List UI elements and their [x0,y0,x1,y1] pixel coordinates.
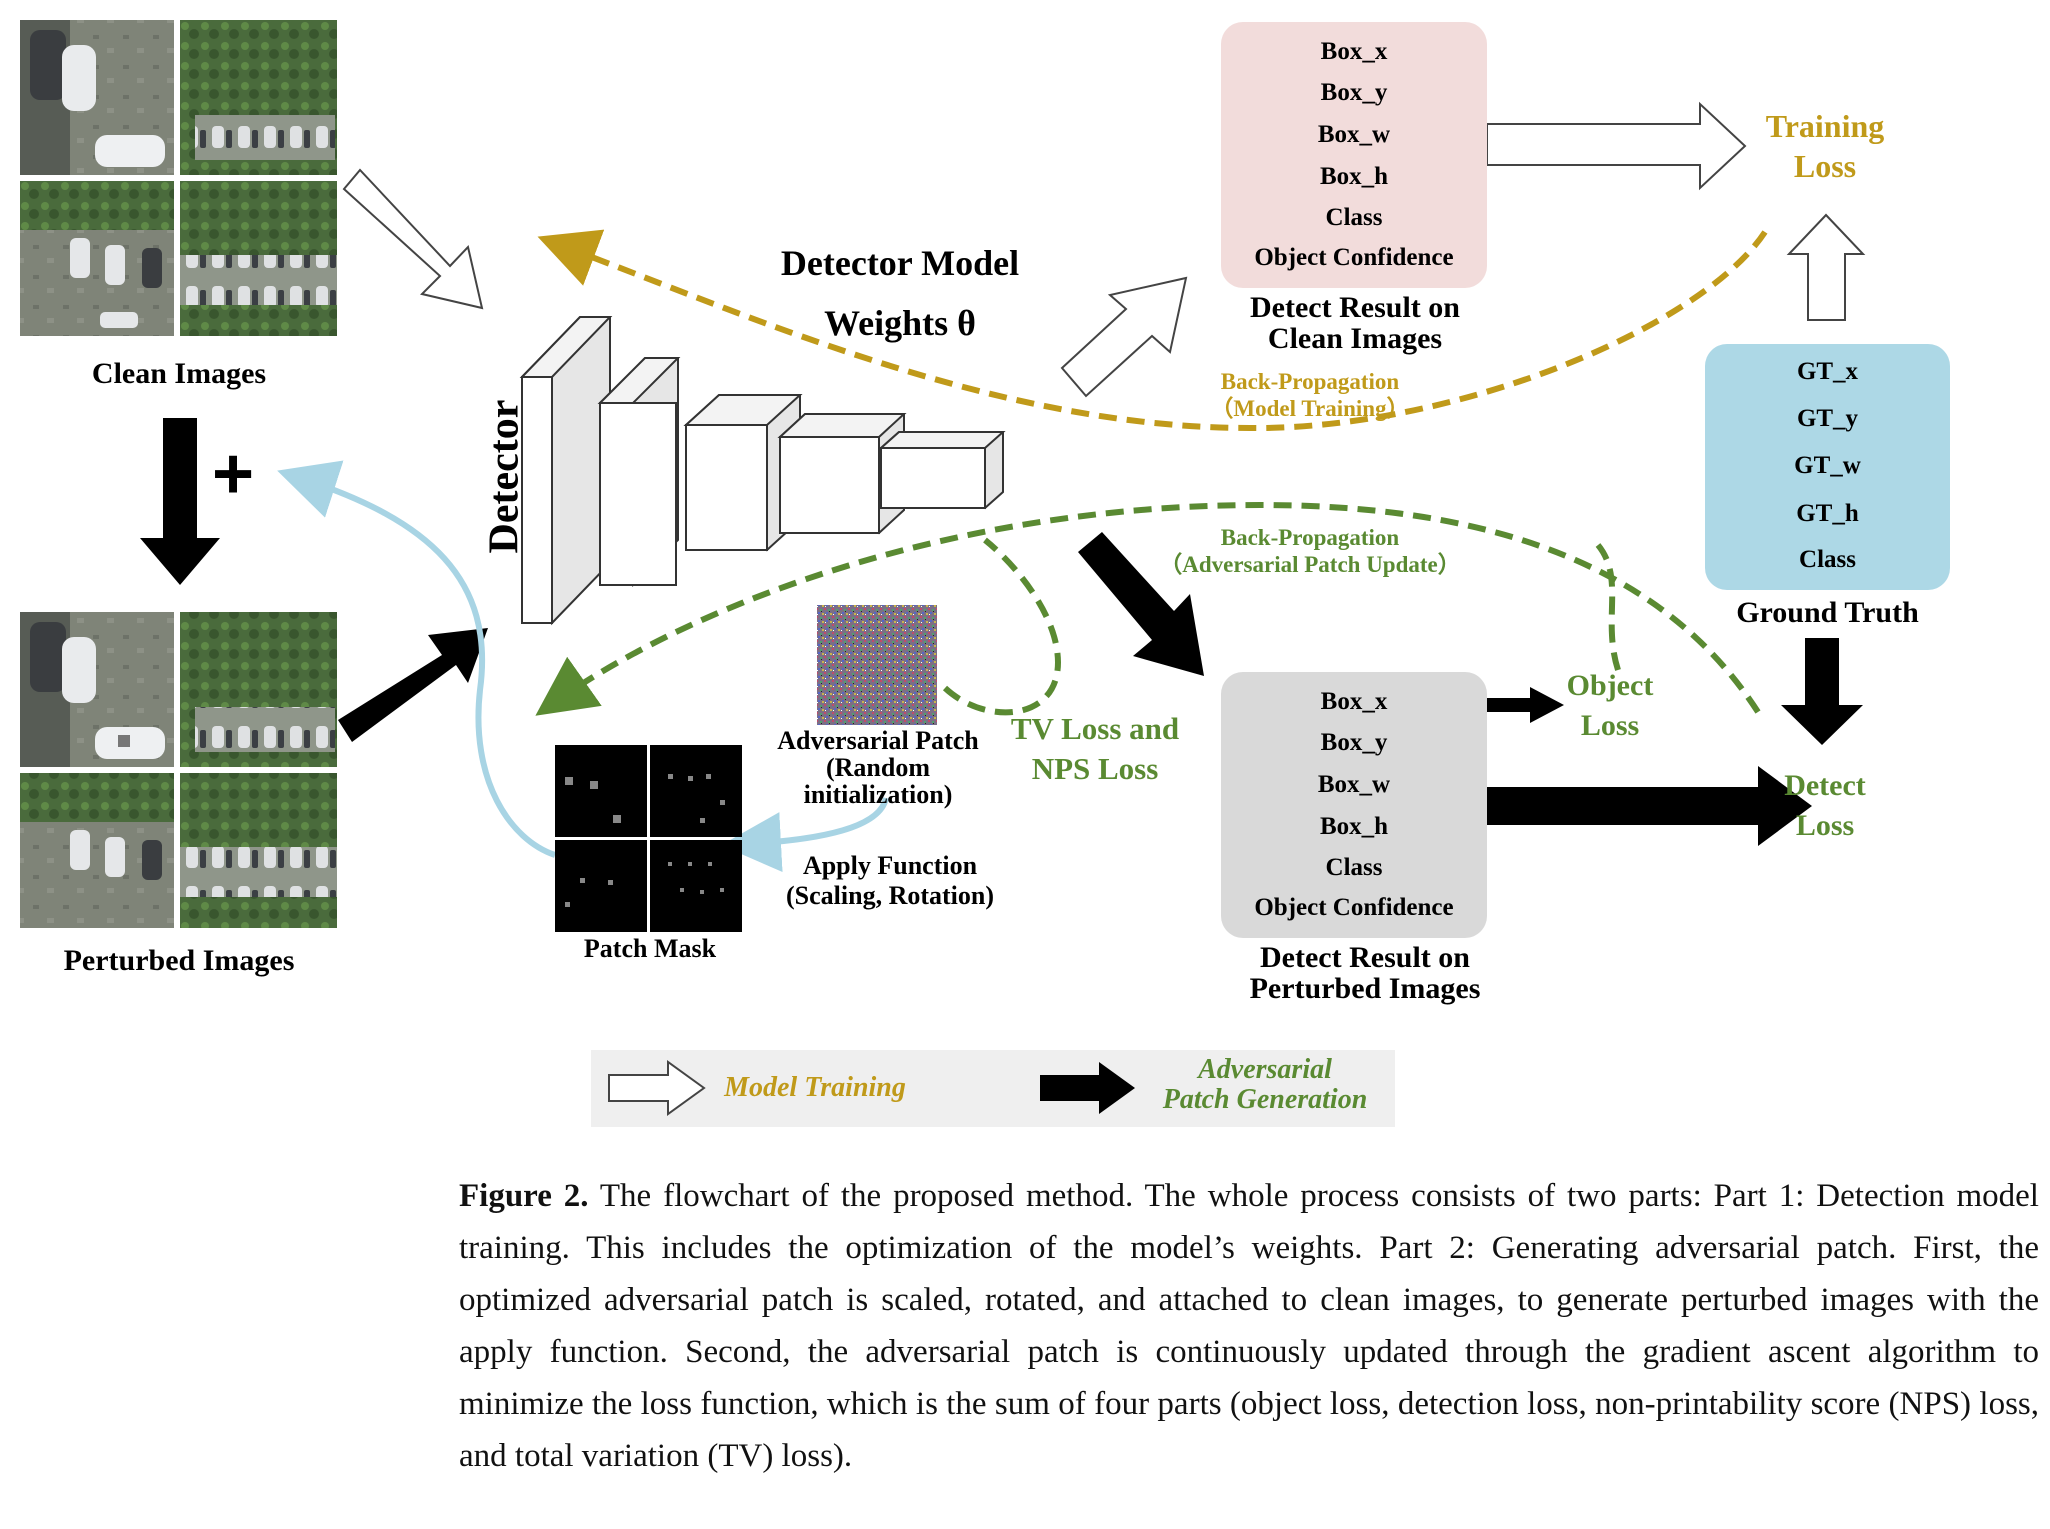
object-loss-backprop-curve [1595,543,1621,671]
perturbed-to-detect-loss-arrow [1487,766,1812,846]
adversarial-patch-image [817,605,937,725]
legend-adversarial-label: Adversarial Patch Generation [1140,1055,1390,1115]
apply-fn-line1: Apply Function [802,851,978,880]
clean-field-box-w: Box_w [1317,121,1391,148]
ground-truth-caption: Ground Truth [1736,596,1919,629]
apply-fn-line2: (Scaling, Rotation) [786,881,994,910]
legend-box [591,1050,1395,1127]
clean-caption-line2: Clean Images [1267,322,1443,355]
plus-sign: + [212,434,254,514]
backprop-adversarial-curve [535,501,1761,716]
detector-vertical-label: Detector [481,400,528,554]
legend-black-arrow-icon [1040,1062,1135,1114]
clean-result-to-training-loss-arrow [1486,101,1747,191]
patch-to-mask-arrow [721,797,889,873]
detect-loss-line2: Loss [1795,809,1855,842]
perturbed-field-box-w: Box_w [1317,771,1391,798]
training-loss-label: Training Loss [1735,106,1915,186]
adv-patch-line2: (Random [825,753,930,782]
detector-label-text: Detector [481,399,528,554]
legend-white-arrow-icon [608,1060,706,1116]
gt-to-detect-loss-arrow [1781,638,1863,745]
clean-field-box-y: Box_y [1320,79,1388,106]
gt-field-x: GT_x [1796,358,1859,385]
perturbed-caption-line1: Detect Result on [1260,941,1470,974]
perturbed-field-box-y: Box_y [1320,729,1388,756]
clean-field-class: Class [1325,204,1383,231]
clean-result-panel: Box_x Box_y Box_w Box_h Class Object Con… [1221,22,1487,288]
clean-result-caption: Detect Result on Clean Images [1200,292,1510,354]
clean-to-perturbed-arrow [140,418,220,585]
clean-images-grid [20,20,337,336]
perturbed-field-box-x: Box_x [1320,688,1388,715]
detect-loss-line1: Detect [1784,769,1866,802]
gt-field-h: GT_h [1796,500,1859,527]
tv-nps-loss-curve [942,537,1061,716]
perturbed-caption-line2: Perturbed Images [1249,972,1481,1005]
model-title: Detector Model Weights θ [730,233,1070,353]
gt-to-training-loss-arrow [1786,213,1866,321]
object-loss-label: Object Loss [1545,666,1675,746]
tv-nps-loss-label: TV Loss and NPS Loss [980,709,1210,789]
clean-caption-line1: Detect Result on [1250,291,1460,324]
clean-field-box-x: Box_x [1320,38,1388,65]
figure-caption: Figure 2. The flowchart of the proposed … [459,1170,2039,1482]
detector-to-perturbed-result-arrow [1078,532,1204,676]
perturbed-to-detector-arrow [338,628,488,742]
perturbed-field-box-h: Box_h [1319,813,1389,840]
legend-model-training-label: Model Training [724,1072,906,1103]
model-title-line1: Detector Model [780,243,1020,283]
ground-truth-panel: GT_x GT_y GT_w GT_h Class [1705,344,1950,590]
backprop-model-line2: （Model Training） [1210,396,1410,421]
figure-caption-label: Figure 2. [459,1178,589,1214]
perturbed-to-object-loss-arrow [1487,687,1564,723]
perturbed-images-label: Perturbed Images [63,944,295,977]
perturbed-field-object-confidence: Object Confidence [1254,894,1454,921]
detector-network [519,316,1006,626]
backprop-model-label: Back-Propagation （Model Training） [1160,368,1460,422]
backprop-patch-label: Back-Propagation （Adversarial Patch Upda… [1110,524,1510,578]
adv-patch-line1: Adversarial Patch [777,726,979,755]
backprop-model-training-curve [537,229,1768,432]
perturbed-field-class: Class [1325,854,1383,881]
backprop-patch-line1: Back-Propagation [1220,525,1400,550]
backprop-model-line1: Back-Propagation [1220,369,1400,394]
perturbed-result-panel: Box_x Box_y Box_w Box_h Class Object Con… [1221,672,1487,938]
patch-mask-image [555,745,742,932]
flowchart-graphics: + [20,20,1866,1127]
clean-to-detector-arrow [342,168,484,310]
model-title-line2: Weights θ [824,303,976,343]
tv-loss-line1: TV Loss and [1010,711,1180,746]
tv-loss-line2: NPS Loss [1031,751,1159,786]
apply-function-label: Apply Function (Scaling, Rotation) [755,851,1025,911]
perturbed-result-caption: Detect Result on Perturbed Images [1200,942,1530,1004]
gt-field-class: Class [1799,546,1856,573]
adversarial-patch-label: Adversarial Patch (Random initialization… [748,727,1008,808]
training-loss-line1: Training [1765,108,1885,144]
object-loss-line2: Loss [1580,709,1640,742]
patch-mask-label: Patch Mask [583,934,717,963]
object-loss-line1: Object [1566,669,1654,702]
clean-field-box-h: Box_h [1319,163,1389,190]
clean-field-object-confidence: Object Confidence [1254,244,1454,271]
patch-mask-to-plus-arrow [277,460,556,858]
gt-field-w: GT_w [1794,452,1861,479]
detector-to-clean-result-arrow [1060,276,1188,398]
training-loss-line2: Loss [1793,148,1857,184]
legend-adv-line2: Patch Generation [1162,1084,1368,1115]
clean-images-label: Clean Images [91,357,267,390]
adv-patch-line3: initialization) [803,780,953,809]
legend-adv-line1: Adversarial [1198,1054,1332,1085]
perturbed-images-grid [20,612,337,928]
backprop-patch-line2: （Adversarial Patch Update） [1159,552,1461,577]
detect-loss-label: Detect Loss [1760,766,1890,846]
gt-field-y: GT_y [1796,405,1859,432]
figure-caption-text: The flowchart of the proposed method. Th… [459,1178,2039,1474]
